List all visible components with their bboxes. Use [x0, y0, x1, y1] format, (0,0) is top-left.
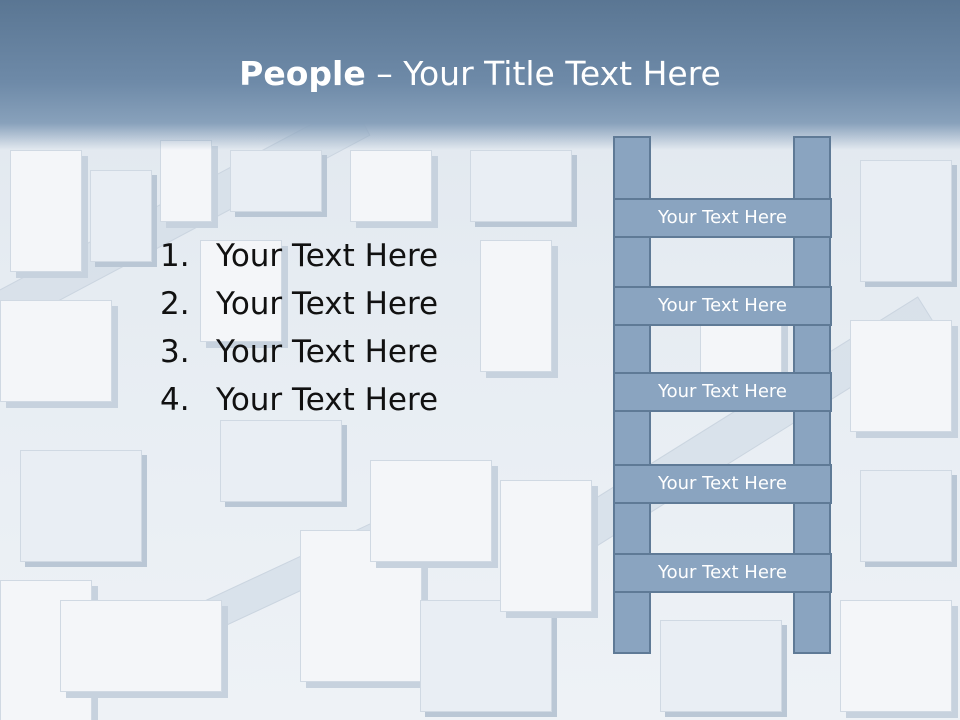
ladder-rung: Your Text Here: [613, 553, 832, 593]
title-bold-text: People: [239, 54, 366, 93]
list-text: Your Text Here: [216, 382, 439, 418]
list-item: 3. Your Text Here: [160, 328, 438, 376]
slide-title: People – Your Title Text Here: [0, 52, 960, 96]
ladder-rung: Your Text Here: [613, 198, 832, 238]
ladder-rung: Your Text Here: [613, 464, 832, 504]
title-text: – Your Title Text Here: [365, 54, 721, 93]
list-text: Your Text Here: [216, 238, 439, 274]
list-item: 1. Your Text Here: [160, 232, 438, 280]
list-item: 4. Your Text Here: [160, 376, 438, 424]
list-text: Your Text Here: [216, 334, 439, 370]
list-number: 2.: [160, 286, 190, 322]
numbered-list: 1. Your Text Here 2. Your Text Here 3. Your…: [160, 232, 438, 424]
ladder-rung: Your Text Here: [613, 372, 832, 412]
title-bar: [0, 0, 960, 150]
list-text: Your Text Here: [216, 286, 439, 322]
list-number: 1.: [160, 238, 190, 274]
list-number: 3.: [160, 334, 190, 370]
list-number: 4.: [160, 382, 190, 418]
list-item: 2. Your Text Here: [160, 280, 438, 328]
ladder-rung: Your Text Here: [613, 286, 832, 326]
